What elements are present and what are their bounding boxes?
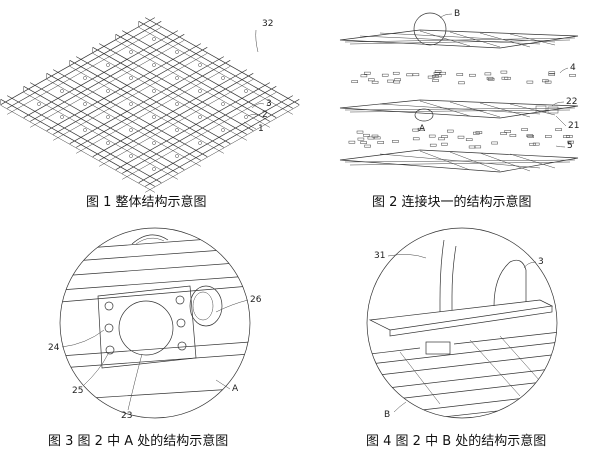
fig4-caption: 图 4 图 2 中 B 处的结构示意图: [366, 433, 546, 449]
fig4-label-3: 3: [538, 257, 544, 267]
fig2-label-21: 21: [568, 121, 579, 131]
fig2-label-b: B: [454, 9, 460, 19]
fig1-leader-1: [243, 121, 257, 130]
fig4-detail-circle: [366, 227, 558, 419]
fig2-label-4: 4: [570, 63, 576, 73]
fig2-detail-circle-a: [414, 108, 434, 122]
fig3-caption: 图 3 图 2 中 A 处的结构示意图: [48, 433, 228, 449]
fig2-leader-b: [439, 13, 453, 19]
fig2-connector-row-bottom: [348, 127, 574, 149]
fig4-leader-b: [393, 401, 407, 413]
fig3-label-25: 25: [72, 386, 83, 396]
fig1-label-2: 2: [262, 110, 268, 120]
fig4-leader-3: [523, 261, 537, 269]
figure-4-detail-b: 31 3 B: [366, 227, 558, 420]
fig3-leader-26: [215, 299, 249, 313]
fig2-bottom-plate: [339, 149, 579, 173]
fig3-leader-24: [61, 329, 105, 348]
fig2-leader-22: [551, 101, 565, 107]
fig3-leader-23: [127, 353, 143, 411]
fig2-leader-4: [559, 67, 569, 74]
fig3-leader-a: [215, 379, 231, 390]
fig3-leader-25: [83, 353, 109, 386]
fig2-caption: 图 2 连接块一的结构示意图: [372, 194, 532, 210]
fig3-connector-plate: [97, 285, 197, 369]
fig2-label-a: A: [419, 124, 426, 134]
fig1-label-3: 3: [266, 99, 272, 109]
fig4-label-b: B: [384, 410, 390, 420]
fig2-top-plate: [339, 29, 579, 49]
fig3-label-a: A: [232, 384, 239, 394]
fig1-label-32: 32: [262, 19, 273, 29]
fig1-leader-2: [247, 113, 261, 117]
fig4-label-31: 31: [374, 251, 385, 261]
fig1-leader-3: [251, 103, 265, 109]
fig4-connector-block: [425, 341, 451, 355]
fig2-connector-row-top: [351, 70, 576, 85]
fig2-label-5: 5: [567, 141, 573, 151]
figure-3-detail-a: 26 24 25 23 A: [48, 227, 262, 421]
fig1-caption: 图 1 整体结构示意图: [86, 194, 207, 210]
fig2-middle-plate: [339, 99, 579, 119]
fig2-leader-5: [555, 145, 566, 148]
fig2-leader-21: [555, 115, 567, 127]
fig1-leader-32: [255, 29, 259, 53]
fig4-leader-31: [387, 254, 427, 259]
fig3-center-bore: [118, 300, 174, 356]
figure-1-lattice: [0, 17, 300, 193]
fig3-label-24: 24: [48, 343, 60, 353]
fig3-label-26: 26: [250, 295, 262, 305]
fig3-detail-circle: [59, 227, 251, 419]
fig2-label-22: 22: [566, 97, 577, 107]
fig3-label-23: 23: [121, 411, 132, 421]
figure-2-exploded-view: B 4 A 22 21 5: [339, 9, 579, 173]
fig1-label-1: 1: [258, 124, 264, 134]
fig2-detail-circle-b: [413, 12, 447, 46]
